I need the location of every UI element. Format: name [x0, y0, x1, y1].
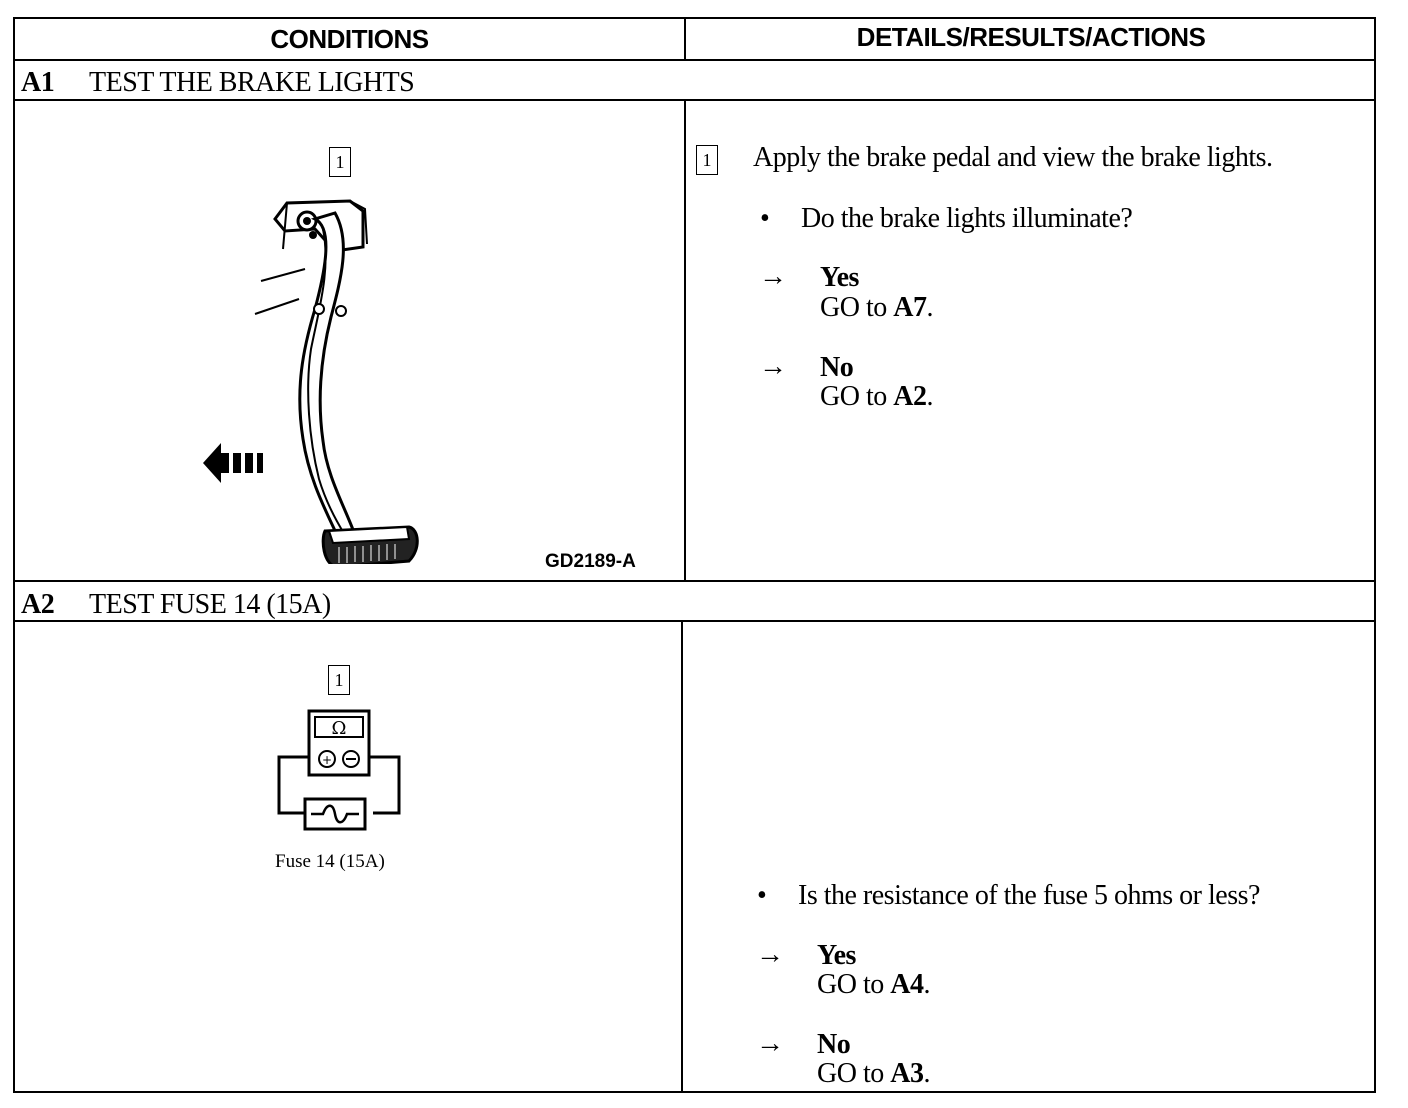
a1-no-suffix: .: [926, 381, 933, 412]
a1-title-divider: [15, 99, 1374, 101]
a1-yes-action: GO to A7.: [820, 292, 933, 324]
a2-no-action-prefix: GO to: [817, 1058, 884, 1089]
step-a1-title-text: TEST THE BRAKE LIGHTS: [89, 67, 415, 98]
a2-yes-action-prefix: GO to: [817, 969, 884, 1000]
apply-direction-arrow-icon: [203, 443, 263, 483]
a2-no-target: A3: [890, 1058, 924, 1089]
a2-yes-action: GO to A4.: [817, 969, 930, 1001]
a1-column-divider: [684, 99, 686, 580]
a1-yes-arrow: →: [759, 261, 787, 292]
step-a2-title-text: TEST FUSE 14 (15A): [89, 589, 331, 620]
step-a1-id: A1: [21, 67, 55, 98]
a2-figure-caption: Fuse 14 (15A): [275, 851, 385, 872]
step-a2-title: A2 TEST FUSE 14 (15A): [21, 589, 331, 621]
step-a2-id: A2: [21, 589, 55, 620]
a2-yes-suffix: .: [923, 969, 930, 1000]
a1-no-answer: No: [820, 352, 854, 383]
a1-bottom-divider: [15, 580, 1374, 582]
a1-no-arrow: →: [759, 351, 787, 382]
a2-yes-arrow: →: [756, 939, 784, 970]
a1-instruction: Apply the brake pedal and view the brake…: [753, 142, 1273, 173]
a1-instruction-marker: 1: [696, 145, 718, 175]
a2-question: Is the resistance of the fuse 5 ohms or …: [798, 880, 1260, 911]
brake-pedal-illustration-icon: [254, 199, 419, 564]
a1-yes-action-prefix: GO to: [820, 292, 887, 323]
a1-figure-marker: 1: [329, 147, 351, 177]
a2-column-divider: [681, 620, 683, 1093]
svg-text:+: +: [322, 753, 332, 767]
a2-yes-target: A4: [890, 969, 924, 1000]
a1-yes-answer: Yes: [820, 262, 859, 293]
a2-title-divider: [15, 620, 1374, 622]
a1-yes-target: A7: [893, 292, 927, 323]
details-header: DETAILS/RESULTS/ACTIONS: [856, 22, 1206, 52]
a1-question: Do the brake lights illuminate?: [801, 203, 1133, 234]
a2-figure-marker: 1: [328, 665, 350, 695]
a2-no-answer: No: [817, 1029, 851, 1060]
a1-figure-id: GD2189-A: [545, 551, 636, 572]
fuse-symbol-icon: [303, 797, 367, 831]
header-divider: [15, 59, 1374, 61]
a1-no-action: GO to A2.: [820, 381, 933, 413]
ohm-symbol: Ω: [332, 718, 347, 739]
header-column-divider: [684, 19, 686, 59]
conditions-header: CONDITIONS: [270, 24, 429, 54]
ohmmeter-icon: Ω +: [277, 709, 401, 831]
a1-no-target: A2: [893, 381, 927, 412]
a2-no-arrow: →: [756, 1028, 784, 1059]
a1-yes-suffix: .: [926, 292, 933, 323]
a2-no-suffix: .: [923, 1058, 930, 1089]
a2-no-action: GO to A3.: [817, 1058, 930, 1090]
a2-bullet: •: [757, 880, 767, 911]
a2-yes-answer: Yes: [817, 940, 856, 971]
step-a1-title: A1 TEST THE BRAKE LIGHTS: [21, 67, 415, 99]
a1-no-action-prefix: GO to: [820, 381, 887, 412]
a1-bullet: •: [760, 203, 770, 234]
